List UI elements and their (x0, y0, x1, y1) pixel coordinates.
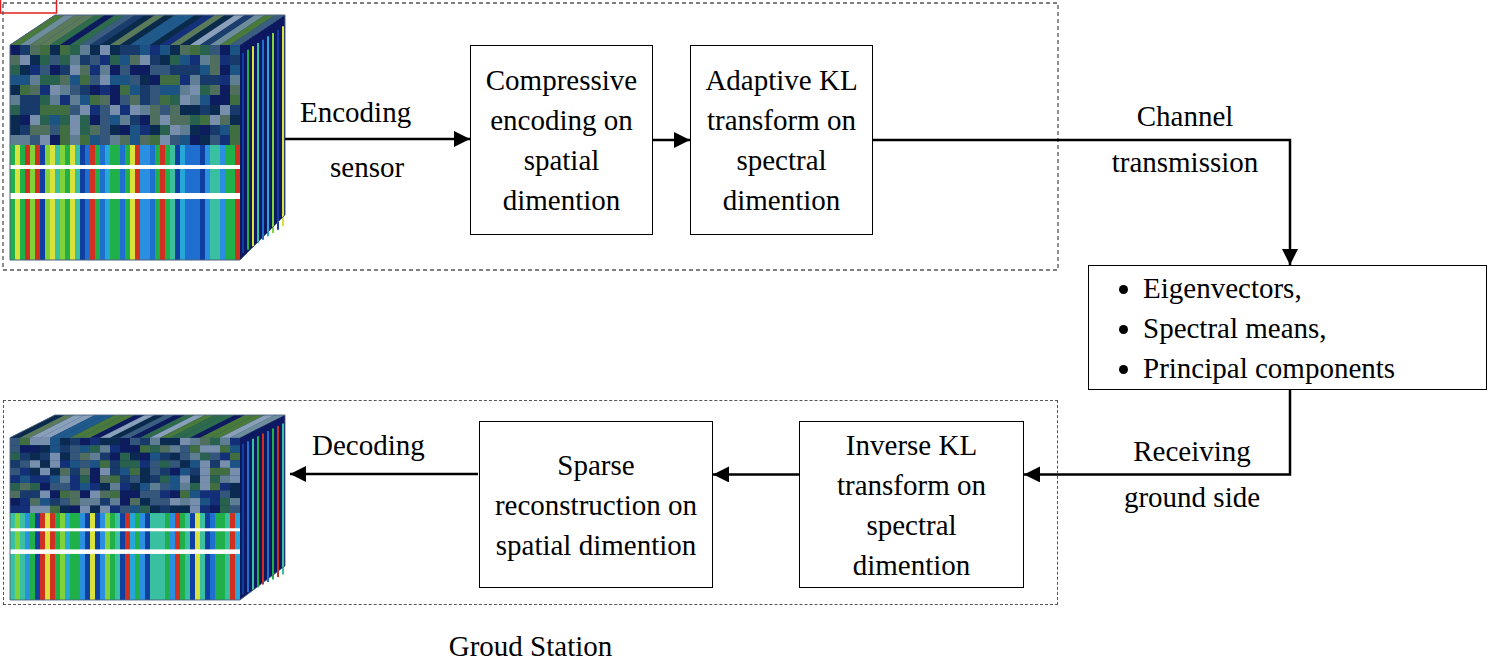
box-text: Compressive encoding on spatial dimentio… (479, 60, 644, 220)
box-text: Inverse KL transform on spectral dimenti… (808, 425, 1015, 585)
flow-arrow (653, 139, 690, 142)
edge-label: Receiving ground side (1124, 435, 1260, 513)
process-box: Compressive encoding on spatial dimentio… (470, 45, 653, 235)
corner-tag (1, 0, 57, 13)
process-box: Adaptive KL transform on spectral diment… (690, 45, 873, 235)
bullet-list: Eigenvectors,Spectral means,Principal co… (1099, 268, 1395, 388)
hyperspectral-cube (10, 415, 285, 600)
list-item: Principal components (1143, 348, 1395, 388)
list-item: Spectral means, (1143, 308, 1395, 348)
arrow-label: Encoding (300, 92, 411, 132)
box-text: Sparse reconstruction on spatial dimenti… (488, 445, 704, 565)
region-caption: Groud Station (4, 626, 1057, 664)
list-item: Eigenvectors, (1143, 268, 1395, 308)
arrow-label: Decoding (312, 425, 425, 465)
edge-label-box: Channel transmission (1085, 93, 1285, 185)
process-box: Sparse reconstruction on spatial dimenti… (479, 421, 713, 588)
process-box: Inverse KL transform on spectral dimenti… (799, 421, 1024, 588)
box-text: Adaptive KL transform on spectral diment… (699, 60, 864, 220)
edge-label: Channel transmission (1112, 100, 1259, 178)
ground-station-region: Groud StationSparse reconstruction on sp… (3, 400, 1058, 605)
decoding-arrow (290, 473, 478, 476)
output-list-box: Eigenvectors,Spectral means,Principal co… (1088, 265, 1487, 390)
arrow-label: sensor (330, 147, 404, 187)
encoding-arrow (285, 138, 470, 141)
flow-arrow (713, 473, 799, 476)
edge-label-box: Receiving ground side (1092, 428, 1292, 520)
sensor-region (3, 3, 1058, 270)
hyperspectral-cube (10, 15, 285, 260)
